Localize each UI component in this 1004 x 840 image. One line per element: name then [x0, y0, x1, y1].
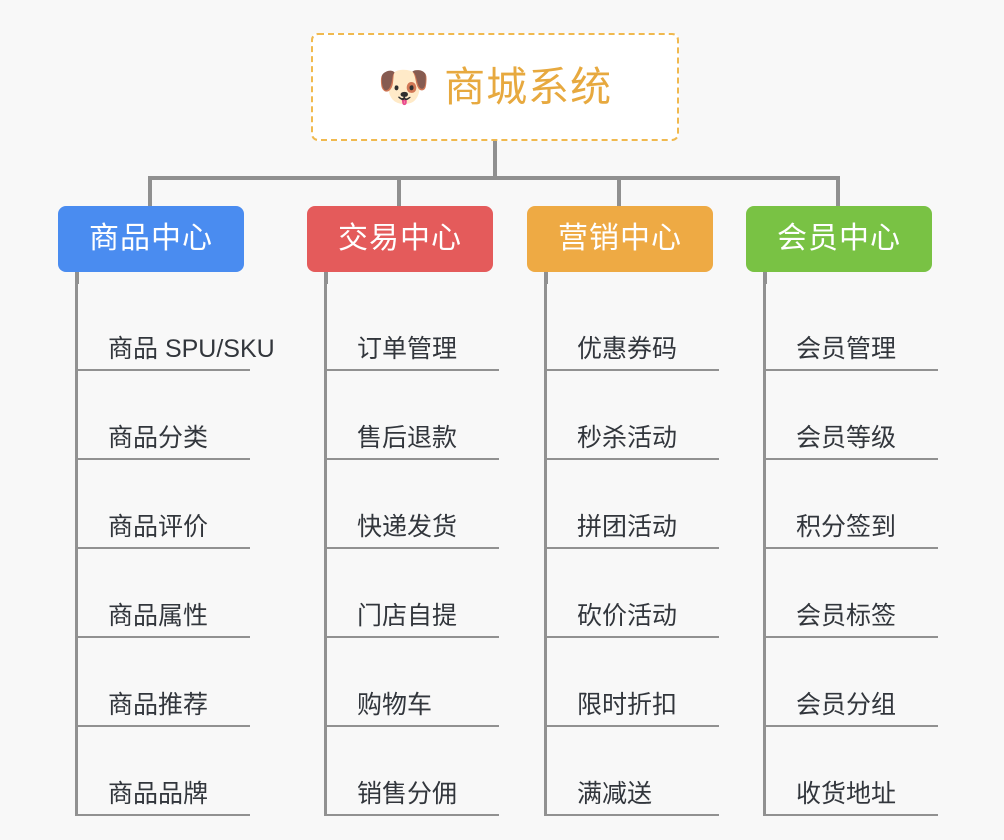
category-header-trade-center[interactable]: 交易中心 [307, 206, 493, 272]
list-item[interactable]: 会员分组 [766, 638, 938, 727]
list-item-label: 商品分类 [108, 423, 209, 452]
trunk-horizontal-connector [148, 176, 840, 180]
list-item-label: 砍价活动 [577, 601, 678, 630]
list-item-label: 售后退款 [357, 423, 458, 452]
list-item[interactable]: 订单管理 [327, 282, 499, 371]
list-item[interactable]: 商品 SPU/SKU [78, 282, 275, 371]
list-item[interactable]: 商品评价 [78, 460, 250, 549]
list-item-label: 门店自提 [357, 601, 458, 630]
list-item[interactable]: 限时折扣 [547, 638, 719, 727]
list-item[interactable]: 购物车 [327, 638, 499, 727]
list-item[interactable]: 商品推荐 [78, 638, 250, 727]
leaf-list-marketing-center: 优惠券码 秒杀活动 拼团活动 砍价活动 限时折扣 满减送 [544, 282, 719, 816]
category-stem-connector-1 [75, 272, 79, 284]
list-item[interactable]: 满减送 [547, 727, 719, 816]
category-stem-connector-3 [544, 272, 548, 284]
list-item[interactable]: 会员等级 [766, 371, 938, 460]
list-item[interactable]: 收货地址 [766, 727, 938, 816]
list-item-label: 购物车 [357, 690, 433, 719]
list-item-label: 商品品牌 [108, 779, 209, 808]
category-header-product-center[interactable]: 商品中心 [58, 206, 244, 272]
leaf-list-product-center: 商品 SPU/SKU 商品分类 商品评价 商品属性 商品推荐 商品品牌 [75, 282, 275, 816]
list-item-label: 会员等级 [796, 423, 897, 452]
list-item-label: 拼团活动 [577, 512, 678, 541]
list-item-label: 快递发货 [357, 512, 458, 541]
column-product-center: 商品中心 商品 SPU/SKU 商品分类 商品评价 商品属性 商品推荐 商品品牌 [58, 206, 275, 816]
root-node[interactable]: 🐶 商城系统 [311, 33, 679, 141]
list-item[interactable]: 优惠券码 [547, 282, 719, 371]
list-item[interactable]: 会员标签 [766, 549, 938, 638]
list-item[interactable]: 商品品牌 [78, 727, 250, 816]
trunk-drop-connector-2 [397, 176, 401, 206]
list-item[interactable]: 快递发货 [327, 460, 499, 549]
list-item-label: 会员标签 [796, 601, 897, 630]
list-item-label: 满减送 [577, 779, 653, 808]
category-stem-connector-4 [763, 272, 767, 284]
column-member-center: 会员中心 会员管理 会员等级 积分签到 会员标签 会员分组 收货地址 [746, 206, 938, 816]
list-item-label: 会员分组 [796, 690, 897, 719]
trunk-drop-connector-1 [148, 176, 152, 206]
list-item-label: 销售分佣 [357, 779, 458, 808]
column-marketing-center: 营销中心 优惠券码 秒杀活动 拼团活动 砍价活动 限时折扣 满减送 [527, 206, 719, 816]
category-header-member-center[interactable]: 会员中心 [746, 206, 932, 272]
leaf-list-trade-center: 订单管理 售后退款 快递发货 门店自提 购物车 销售分佣 [324, 282, 499, 816]
list-item-label: 商品评价 [108, 512, 209, 541]
trunk-stem-connector [493, 141, 497, 179]
list-item[interactable]: 拼团活动 [547, 460, 719, 549]
list-item[interactable]: 销售分佣 [327, 727, 499, 816]
dog-face-icon: 🐶 [377, 63, 431, 110]
category-stem-connector-2 [324, 272, 328, 284]
list-item-label: 商品属性 [108, 601, 209, 630]
list-item-label: 秒杀活动 [577, 423, 678, 452]
list-item-label: 商品 SPU/SKU [108, 334, 275, 363]
list-item-label: 订单管理 [357, 334, 458, 363]
trunk-drop-connector-4 [836, 176, 840, 206]
list-item-label: 会员管理 [796, 334, 897, 363]
list-item[interactable]: 售后退款 [327, 371, 499, 460]
list-item-label: 限时折扣 [577, 690, 678, 719]
list-item-label: 积分签到 [796, 512, 897, 541]
leaf-list-member-center: 会员管理 会员等级 积分签到 会员标签 会员分组 收货地址 [763, 282, 938, 816]
list-item-label: 商品推荐 [108, 690, 209, 719]
list-item-label: 优惠券码 [577, 334, 678, 363]
list-item[interactable]: 会员管理 [766, 282, 938, 371]
list-item[interactable]: 商品分类 [78, 371, 250, 460]
list-item[interactable]: 门店自提 [327, 549, 499, 638]
root-title: 商城系统 [444, 63, 613, 110]
category-header-marketing-center[interactable]: 营销中心 [527, 206, 713, 272]
list-item-label: 收货地址 [796, 779, 897, 808]
column-trade-center: 交易中心 订单管理 售后退款 快递发货 门店自提 购物车 销售分佣 [307, 206, 499, 816]
list-item[interactable]: 砍价活动 [547, 549, 719, 638]
list-item[interactable]: 商品属性 [78, 549, 250, 638]
list-item[interactable]: 秒杀活动 [547, 371, 719, 460]
trunk-drop-connector-3 [617, 176, 621, 206]
list-item[interactable]: 积分签到 [766, 460, 938, 549]
